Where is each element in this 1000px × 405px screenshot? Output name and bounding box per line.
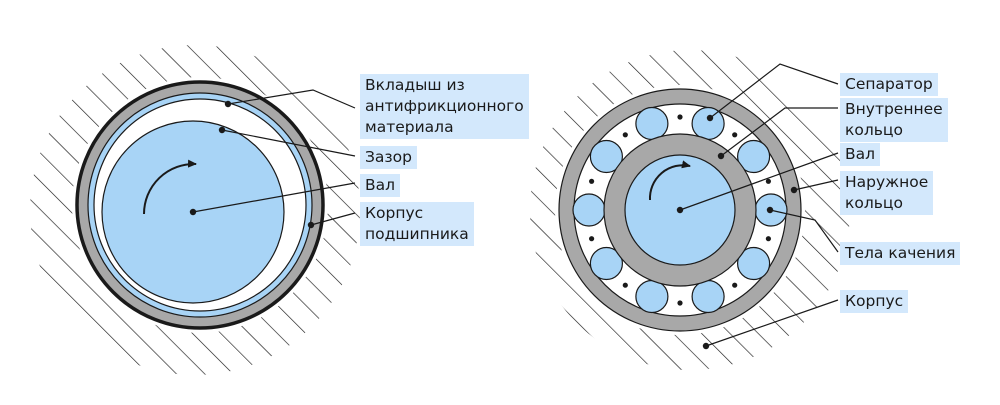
leader-outer-ring bbox=[793, 179, 839, 191]
rolling-bearing bbox=[530, 50, 850, 370]
rolling-element bbox=[736, 139, 771, 174]
label-housing-right: Корпус bbox=[840, 290, 909, 313]
label-housing-left: Корпус подшипника bbox=[360, 202, 474, 246]
leader-housing-right bbox=[705, 299, 839, 347]
rolling-element bbox=[589, 139, 624, 174]
label-inner-ring: Внутреннее кольцо bbox=[840, 98, 948, 142]
label-clearance: Зазор bbox=[360, 146, 417, 169]
separator-dot bbox=[622, 282, 628, 288]
label-separator: Сепаратор bbox=[840, 73, 938, 96]
leader-lines bbox=[192, 63, 839, 347]
separator-dot bbox=[765, 178, 772, 184]
separator-dot bbox=[589, 178, 595, 184]
dot-outer-ring bbox=[790, 186, 798, 194]
leader-liner bbox=[227, 89, 356, 109]
dot-rolling-elements bbox=[766, 206, 774, 214]
rolling-element bbox=[691, 106, 725, 141]
separator-dot bbox=[589, 236, 595, 242]
rotation-arrow-right bbox=[648, 160, 691, 201]
rolling-element bbox=[572, 193, 606, 227]
separator-dot bbox=[622, 132, 628, 138]
rolling-element bbox=[736, 246, 771, 281]
separator-dot bbox=[765, 236, 772, 242]
leader-clearance bbox=[221, 129, 356, 157]
dot-shaft-left bbox=[189, 208, 197, 216]
rolling-element bbox=[635, 279, 669, 314]
leader-separator bbox=[709, 63, 839, 119]
dot-clearance bbox=[218, 126, 226, 134]
dot-shaft-right bbox=[676, 206, 684, 214]
dot-separator bbox=[706, 114, 714, 122]
leader-dots bbox=[189, 100, 798, 350]
label-shaft-right: Вал bbox=[840, 143, 881, 166]
leader-inner-ring bbox=[720, 107, 838, 157]
leader-shaft-left bbox=[192, 182, 356, 213]
leader-rolling-elements bbox=[769, 209, 839, 253]
dot-liner bbox=[224, 100, 232, 108]
leader-housing-left bbox=[310, 212, 356, 226]
label-shaft-left: Вал bbox=[360, 174, 401, 197]
rolling-element bbox=[691, 279, 725, 314]
dot-housing-left bbox=[307, 221, 315, 229]
separator-dot bbox=[677, 300, 683, 306]
dot-inner-ring bbox=[717, 152, 725, 160]
label-outer-ring: Наружное кольцо bbox=[840, 171, 934, 215]
separator-dot bbox=[732, 132, 738, 138]
dot-housing-right bbox=[702, 342, 710, 350]
label-rolling-elements: Тела качения bbox=[840, 242, 961, 265]
rotation-arrow-left bbox=[143, 159, 197, 215]
separator-dot bbox=[677, 114, 683, 120]
separator-dot bbox=[732, 282, 738, 288]
rolling-element bbox=[589, 246, 624, 281]
label-liner: Вкладыш из антифрикционного материала bbox=[360, 74, 529, 139]
rolling-element bbox=[635, 106, 669, 141]
leader-shaft-right bbox=[679, 152, 839, 211]
